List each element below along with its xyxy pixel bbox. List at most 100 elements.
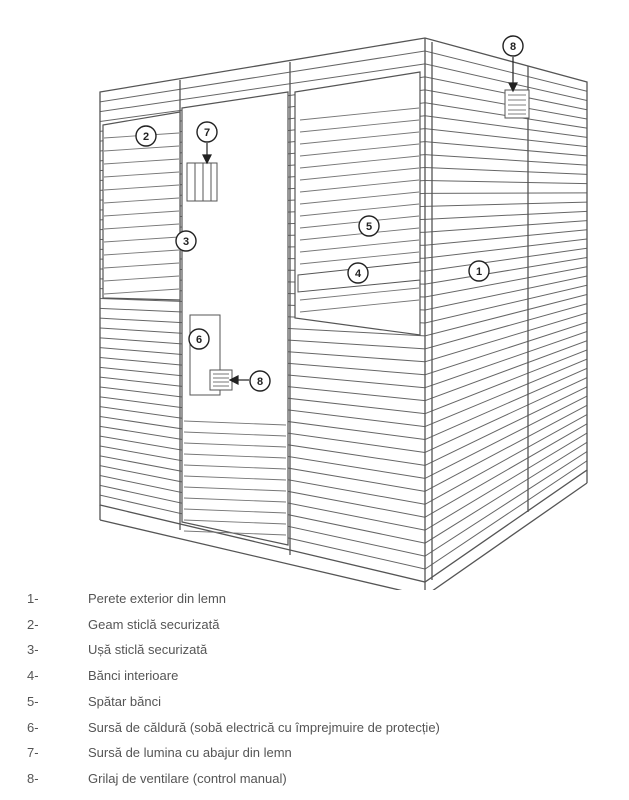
interior-plank: [299, 299, 420, 313]
plank-line: [425, 63, 587, 101]
interior-plank: [299, 167, 420, 181]
legend-text: Perete exterior din lemn: [88, 591, 227, 606]
callout-circle: [175, 230, 197, 252]
plank-line: [425, 340, 587, 402]
callout-circle: [188, 328, 210, 350]
left-window-glass: [102, 111, 181, 301]
plank-line: [100, 63, 425, 113]
floor-plank: [183, 530, 287, 536]
interior-plank: [103, 236, 180, 243]
plank-line: [425, 349, 587, 415]
floor-plank: [183, 453, 287, 459]
plank-line: [425, 284, 587, 324]
plank-line: [425, 247, 587, 272]
legend-text: Spătar bănci: [88, 693, 161, 709]
callout-number: 5: [366, 221, 372, 233]
plank-line: [425, 154, 587, 166]
legend-number: 2-: [27, 616, 39, 632]
interior-plank: [299, 203, 420, 217]
floor-plank: [183, 486, 287, 492]
callout-number: 1: [476, 266, 482, 278]
interior-plank: [103, 210, 180, 217]
interior-plank: [103, 249, 180, 256]
legend-number: 5-: [27, 693, 39, 709]
callout-6: 6: [188, 328, 210, 350]
legend-text: Sursă de lumina cu abajur din lemn: [88, 745, 292, 761]
plank-line: [425, 220, 587, 233]
plank-line: [425, 451, 587, 557]
plank-line: [425, 377, 587, 453]
interior-plank: [299, 179, 420, 193]
plank-line: [425, 330, 587, 389]
interior-plank: [103, 262, 180, 269]
interior-plank: [103, 158, 180, 165]
legend-number: 6-: [27, 719, 39, 735]
floor-plank: [183, 508, 287, 514]
plank-line: [425, 414, 587, 505]
callout-circle: [468, 260, 490, 282]
floor-plank: [183, 519, 287, 525]
plank-line: [425, 303, 587, 350]
sauna-diagram: 1 2 3 4 5 6 7 8 8: [99, 35, 588, 590]
interior-plank: [103, 184, 180, 191]
plank-line: [100, 50, 425, 103]
right-window-glass: [294, 71, 421, 336]
interior-plank: [299, 107, 420, 121]
callout-circle: [347, 262, 369, 284]
legend-number: 4-: [27, 668, 39, 684]
interior-plank: [103, 275, 180, 282]
plank-line: [425, 50, 587, 92]
callout-number: 6: [196, 334, 202, 346]
interior-plank: [299, 155, 420, 169]
interior-plank: [299, 191, 420, 205]
legend-number: 1-: [27, 591, 39, 606]
callout-number: 2: [143, 131, 149, 143]
plank-line: [425, 128, 587, 148]
plank-line: [425, 367, 587, 440]
callout-number: 3: [183, 236, 189, 248]
plank-line: [425, 441, 587, 544]
plank-line: [425, 423, 587, 518]
callout-circle: [502, 35, 524, 57]
legend-text: Ușă sticlă securizată: [88, 642, 208, 658]
callout-3: 3: [175, 230, 197, 252]
legend-text: Bănci interioare: [88, 668, 179, 684]
plank-line: [425, 404, 587, 492]
plank-line: [425, 192, 587, 194]
glass-door: [181, 91, 289, 546]
callout-5: 5: [358, 215, 380, 237]
legend-number: 7-: [27, 745, 39, 761]
floor-plank: [183, 420, 287, 426]
interior-plank: [299, 227, 420, 241]
legend-text: Geam sticlă securizată: [88, 616, 220, 632]
interior-plank: [299, 119, 420, 133]
plank-line: [425, 238, 587, 259]
interior-planks: [103, 107, 420, 536]
callout-number: 8: [257, 376, 263, 388]
light-fixture: [186, 162, 218, 202]
plank-line: [425, 266, 587, 298]
plank-line: [425, 257, 587, 285]
legend-text: Sursă de căldură (sobă electrică cu împr…: [88, 719, 440, 735]
callout-7: 7: [196, 121, 218, 143]
plank-line: [425, 179, 587, 185]
callout-8: 8: [249, 370, 271, 392]
floor-plank: [183, 431, 287, 437]
callout-circle: [196, 121, 218, 143]
plank-line: [425, 358, 587, 428]
plank-line: [425, 312, 587, 363]
callout-1: 1: [468, 260, 490, 282]
callout-8: 8: [502, 35, 524, 57]
interior-plank: [103, 171, 180, 178]
plank-line: [425, 432, 587, 531]
callout-4: 4: [347, 262, 369, 284]
plank-line: [425, 201, 587, 207]
plank-line: [425, 460, 587, 570]
plank-line: [425, 293, 587, 337]
interior-plank: [299, 251, 420, 265]
plank-line: [425, 167, 587, 175]
plank-line: [425, 275, 587, 311]
floor-plank: [183, 442, 287, 448]
interior-plank: [103, 145, 180, 152]
callout-number: 4: [355, 268, 362, 280]
